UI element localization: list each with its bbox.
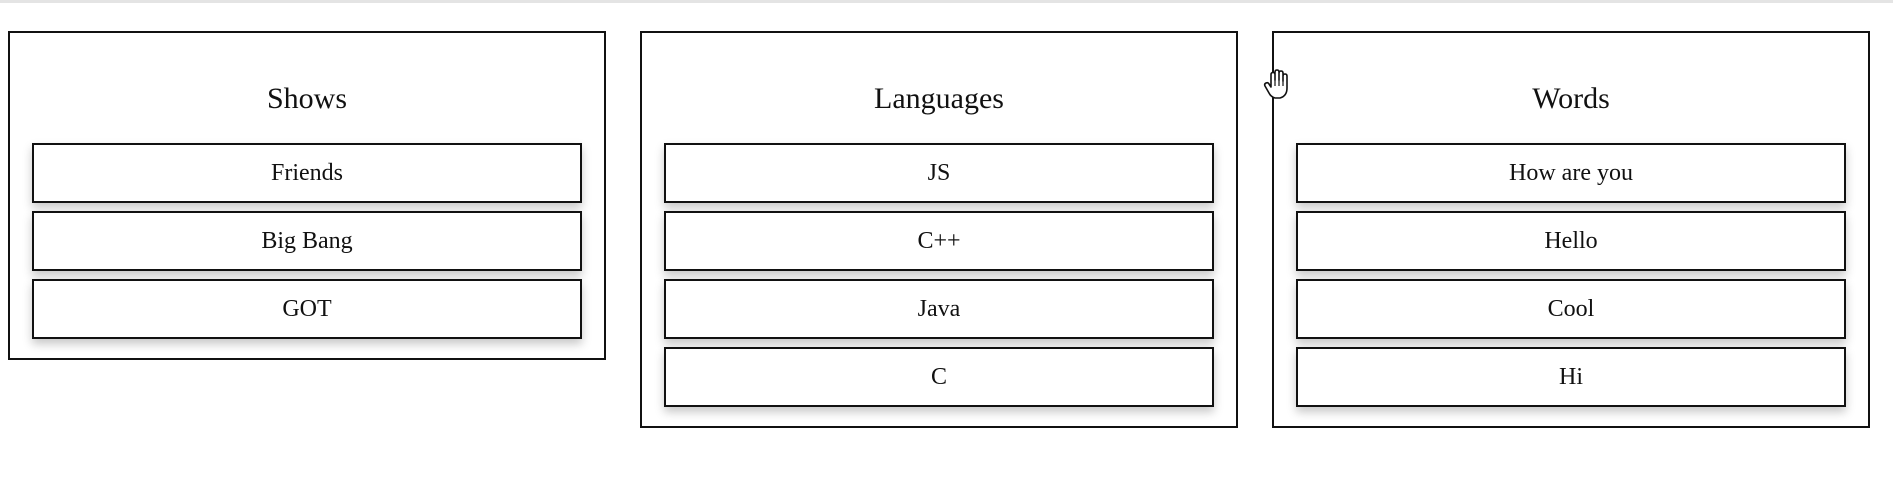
list-item[interactable]: Java xyxy=(664,279,1214,339)
list-item[interactable]: Cool xyxy=(1296,279,1846,339)
list-item[interactable]: JS xyxy=(664,143,1214,203)
list-item[interactable]: Hello xyxy=(1296,211,1846,271)
list-languages[interactable]: Languages JS C++ Java C xyxy=(640,31,1238,428)
list-title: Shows xyxy=(266,82,348,115)
hand-grab-cursor-icon xyxy=(1263,69,1288,99)
list-title: Languages xyxy=(874,82,1004,115)
list-item[interactable]: Friends xyxy=(32,143,582,203)
list-title: Words xyxy=(1532,82,1610,115)
list-item[interactable]: Hi xyxy=(1296,347,1846,407)
top-divider xyxy=(0,0,1893,3)
list-item[interactable]: C xyxy=(664,347,1214,407)
list-words[interactable]: Words How are you Hello Cool Hi xyxy=(1272,31,1870,428)
list-item[interactable]: C++ xyxy=(664,211,1214,271)
list-item[interactable]: GOT xyxy=(32,279,582,339)
list-shows[interactable]: Shows Friends Big Bang GOT xyxy=(8,31,606,360)
list-item[interactable]: Big Bang xyxy=(32,211,582,271)
list-item[interactable]: How are you xyxy=(1296,143,1846,203)
